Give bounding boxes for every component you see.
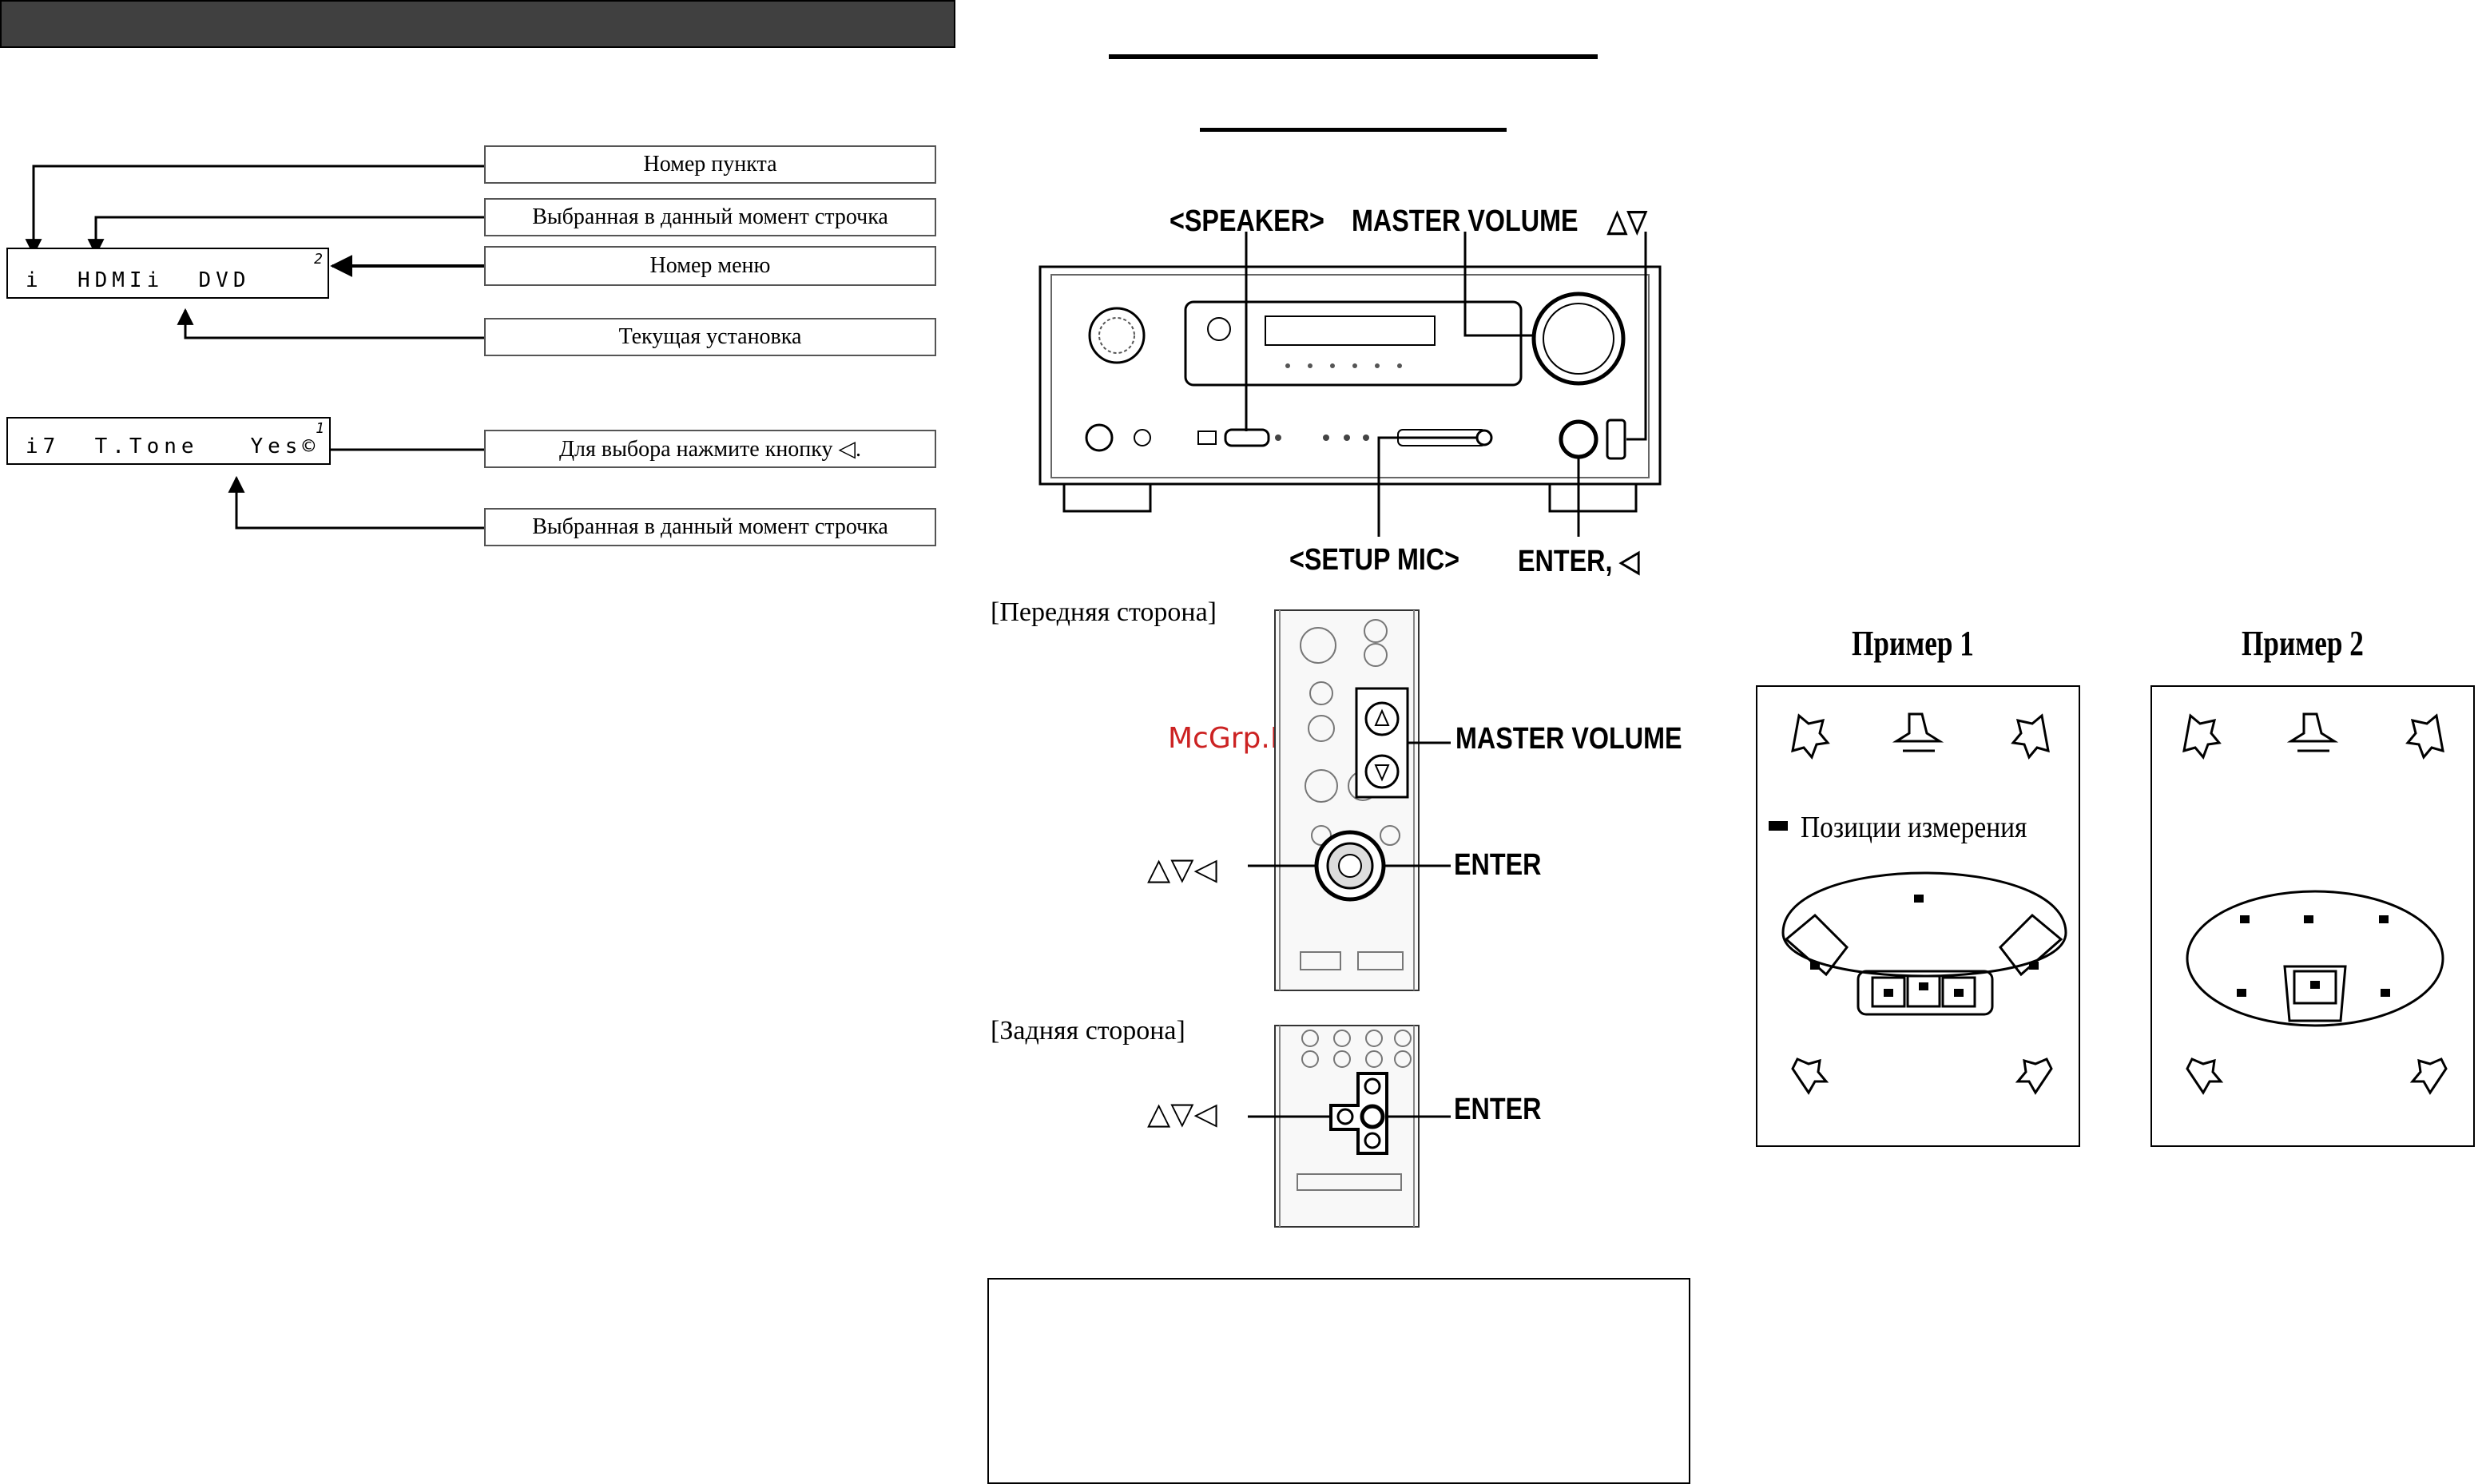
label-remote-arrows: △▽◁ <box>1147 851 1217 887</box>
callout-item-number: Номер пункта <box>484 145 936 184</box>
legend-marker <box>1769 821 1788 831</box>
label-setup-mic: <SETUP MIC> <box>1289 543 1460 577</box>
label-remote-arrows-rear: △▽◁ <box>1147 1096 1217 1131</box>
label-up-down: △▽ <box>1607 204 1647 238</box>
label-remote-enter-rear: ENTER <box>1454 1093 1542 1126</box>
legend-label: Позиции измерения <box>1801 811 2027 844</box>
label-remote-enter: ENTER <box>1454 848 1542 882</box>
label-front-side: [Передняя сторона] <box>991 597 1217 627</box>
title-underline-1 <box>1109 54 1598 59</box>
callout-current-setting: Текущая установка <box>484 318 936 356</box>
example-2-title: Пример 2 <box>2242 624 2364 663</box>
title-underline-2 <box>1200 128 1507 132</box>
lcd-text: i HDMIi DVD <box>26 268 251 292</box>
callout-press-left: Для выбора нажмите кнопку ◁. <box>484 430 936 468</box>
lcd-menu-number: 2 <box>314 251 323 268</box>
callout-selected-line-2: Выбранная в данный момент строчка <box>484 508 936 546</box>
lcd-menu-number: 1 <box>316 420 324 437</box>
lcd-display-1: i HDMIi DVD 2 <box>6 248 329 299</box>
example-1-title: Пример 1 <box>1852 624 1974 663</box>
lcd-display-2: i7 T.Tone Yes© 1 <box>6 417 331 465</box>
label-enter-left: ENTER, ◁ <box>1518 545 1640 578</box>
header-bar <box>0 0 955 48</box>
note-box <box>987 1278 1690 1484</box>
label-rear-side: [Задняя сторона] <box>991 1016 1185 1046</box>
callout-menu-number: Номер меню <box>484 246 936 286</box>
lcd-text: i7 T.Tone Yes© <box>26 434 320 458</box>
label-remote-master-volume: MASTER VOLUME <box>1455 722 1682 756</box>
callout-selected-line: Выбранная в данный момент строчка <box>484 198 936 236</box>
